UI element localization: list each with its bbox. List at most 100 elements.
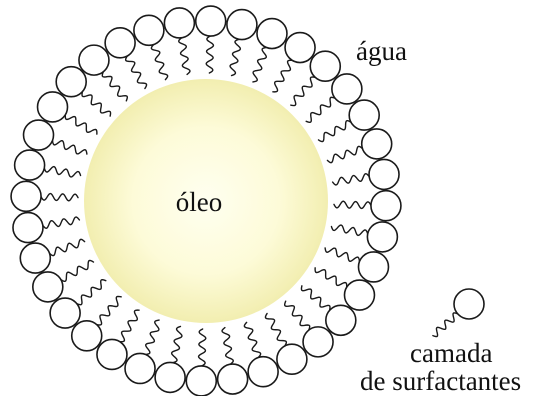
surfactant-tail xyxy=(40,192,79,202)
surfactant-molecule xyxy=(272,31,316,93)
surfactant-head xyxy=(343,279,376,311)
surfactant-tail xyxy=(252,46,268,83)
legend-surfactant-molecule xyxy=(432,288,485,338)
surfactant-molecule xyxy=(194,5,227,74)
surfactant-molecule xyxy=(216,326,249,395)
surfactant-head xyxy=(368,158,400,191)
surfactant-tail xyxy=(144,319,160,356)
surfactant-tail xyxy=(43,165,82,178)
surfactant-head xyxy=(216,363,249,395)
surfactant-head xyxy=(309,50,342,82)
surfactant-molecule xyxy=(290,50,342,107)
surfactant-tail xyxy=(333,200,372,210)
surfactant-head xyxy=(360,128,393,160)
surfactant-head xyxy=(370,189,402,222)
surfactant-head xyxy=(163,7,196,39)
surfactant-molecule xyxy=(300,285,357,337)
surfactant-label-line2: de surfactantes xyxy=(360,366,521,396)
surfactant-molecule xyxy=(331,158,400,191)
surfactant-tail xyxy=(317,119,352,143)
surfactant-molecule xyxy=(124,319,160,385)
surfactant-molecule xyxy=(96,309,140,371)
surfactant-tail xyxy=(330,224,369,237)
surfactant-molecule xyxy=(314,267,376,311)
surfactant-label-line1: camada xyxy=(410,338,492,368)
surfactant-head xyxy=(22,119,55,151)
surfactant-head xyxy=(185,365,218,396)
surfactant-tail xyxy=(42,216,81,229)
surfactant-head xyxy=(78,44,110,76)
surfactant-molecule xyxy=(305,73,363,124)
surfactant-head xyxy=(357,251,390,283)
surfactant-head xyxy=(49,297,81,329)
surfactant-molecule xyxy=(133,14,169,81)
surfactant-molecule xyxy=(243,321,279,388)
surfactant-head xyxy=(276,343,308,375)
surfactant-head xyxy=(194,5,227,37)
surfactant-molecule xyxy=(70,295,122,352)
surfactant-tail xyxy=(60,259,95,283)
surfactant-tail xyxy=(197,328,207,367)
surfactant-head xyxy=(453,288,485,320)
surfactant-molecule xyxy=(264,312,308,375)
surfactant-tail xyxy=(264,312,288,347)
surfactant-head xyxy=(331,73,363,105)
surfactant-tail xyxy=(283,300,311,331)
surfactant-head xyxy=(96,338,128,371)
surfactant-molecule xyxy=(333,189,402,222)
surfactant-head xyxy=(133,14,165,47)
surfactant-tail xyxy=(150,43,169,81)
surfactant-molecule xyxy=(78,44,129,102)
surfactant-head xyxy=(366,221,399,253)
surfactant-tail xyxy=(305,96,336,124)
surfactant-molecule xyxy=(49,278,107,329)
surfactant-head xyxy=(124,352,156,385)
surfactant-molecule xyxy=(163,7,196,76)
surfactant-molecule xyxy=(10,180,79,213)
surfactant-molecule xyxy=(13,149,82,181)
surfactant-head xyxy=(154,361,186,394)
surfactant-tail xyxy=(76,278,107,306)
surfactant-tail xyxy=(432,312,459,338)
surfactant-tail xyxy=(205,35,215,74)
surfactant-tail xyxy=(48,238,86,257)
water-label: água xyxy=(356,36,407,66)
surfactant-tail xyxy=(229,38,242,77)
surfactant-head xyxy=(70,320,103,352)
surfactant-tail xyxy=(221,326,234,365)
surfactant-head xyxy=(13,149,46,181)
surfactant-molecule xyxy=(12,211,81,244)
surfactant-head xyxy=(19,242,52,274)
surfactant-head xyxy=(256,17,288,50)
surfactant-head xyxy=(226,8,258,41)
surfactant-molecule xyxy=(22,119,88,155)
oil-droplet xyxy=(84,79,328,323)
surfactant-tail xyxy=(64,114,98,135)
surfactant-molecule xyxy=(317,99,380,143)
surfactant-tail xyxy=(324,247,361,263)
surfactant-molecule xyxy=(185,328,218,396)
surfactant-tail xyxy=(331,173,370,186)
surfactant-molecule xyxy=(104,27,148,90)
surfactant-tail xyxy=(95,295,122,326)
surfactant-head xyxy=(32,271,64,303)
surfactant-tail xyxy=(290,76,317,107)
surfactant-tail xyxy=(51,139,88,155)
surfactant-head xyxy=(247,355,279,388)
surfactant-tail xyxy=(326,145,364,164)
surfactant-tail xyxy=(300,285,331,312)
surfactant-head xyxy=(36,91,69,123)
surfactant-tail xyxy=(314,267,348,288)
surfactant-tail xyxy=(178,37,191,76)
surfactant-head xyxy=(55,65,87,98)
surfactant-tail xyxy=(101,71,129,102)
surfactant-molecule xyxy=(324,247,390,283)
surfactant-molecule xyxy=(32,259,95,303)
oil-label: óleo xyxy=(176,187,223,217)
surfactant-molecule xyxy=(252,17,288,83)
surfactant-molecule xyxy=(154,325,186,394)
surfactant-head xyxy=(348,99,380,131)
surfactant-head xyxy=(284,31,316,64)
surfactant-molecule xyxy=(19,238,86,274)
